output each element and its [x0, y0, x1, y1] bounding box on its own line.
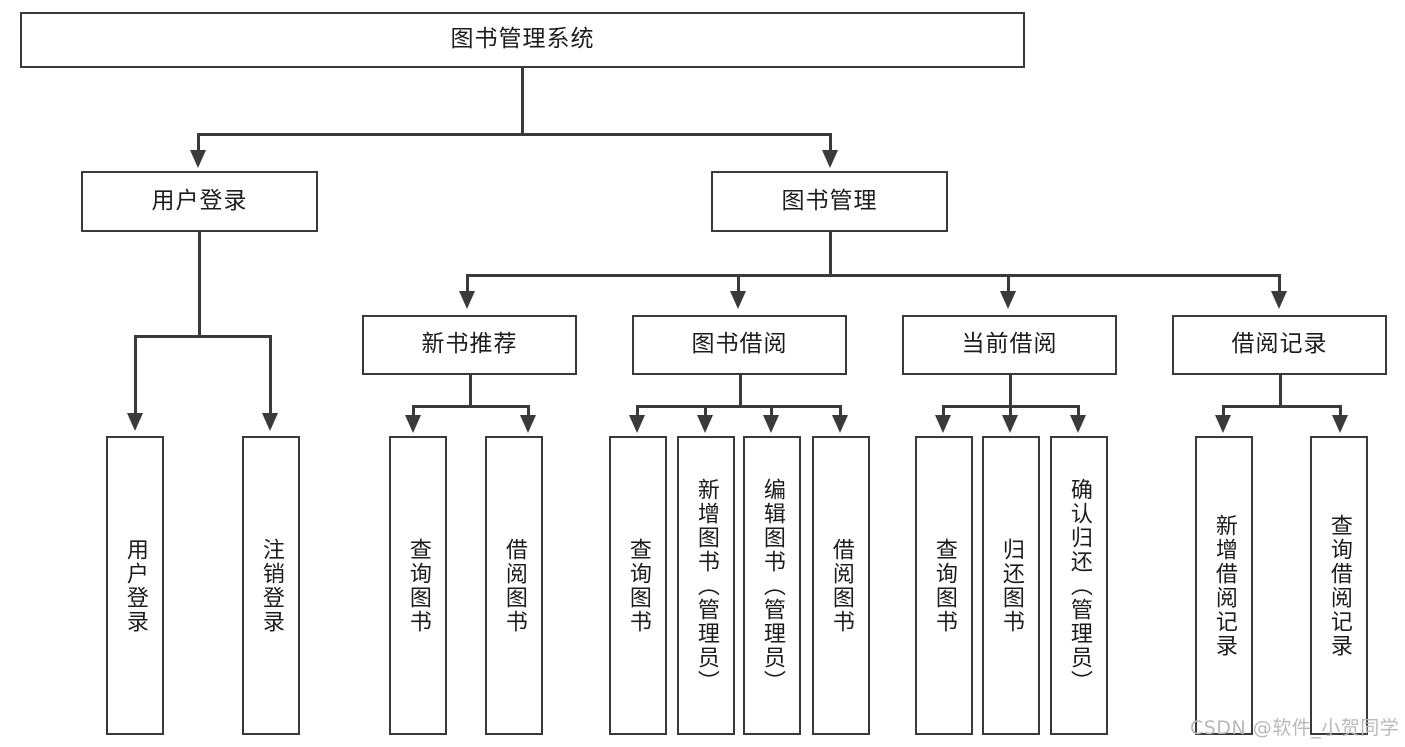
connector-book-management-stem	[829, 232, 832, 276]
connector-user-login-drop-1	[134, 335, 137, 415]
node-user-login[interactable]: 用户登录	[81, 171, 318, 232]
leaf-borrow-book-new-recommend[interactable]: 借阅图书	[485, 436, 543, 735]
arrow-to-leaf-return-book	[1002, 415, 1018, 433]
arrow-to-leaf-query-book-3	[935, 415, 951, 433]
connector-book-borrow-bus	[636, 405, 841, 408]
connector-new-book-bus	[412, 405, 529, 408]
connector-user-login-stem	[198, 232, 201, 337]
connector-current-borrow-drop-1	[942, 405, 945, 417]
leaf-user-login[interactable]: 用户登录	[106, 436, 164, 735]
node-label: 查询图书	[931, 537, 957, 634]
arrow-to-leaf-logout	[262, 413, 278, 431]
node-label: 查询借阅记录	[1326, 513, 1352, 658]
node-label: 新增借阅记录	[1211, 513, 1237, 658]
leaf-logout[interactable]: 注销登录	[242, 436, 300, 735]
arrow-to-leaf-add-book	[697, 415, 713, 433]
leaf-borrow-book[interactable]: 借阅图书	[812, 436, 870, 735]
node-book-borrow[interactable]: 图书借阅	[632, 315, 847, 375]
connector-new-book-stem	[469, 375, 472, 407]
node-label: 用户登录	[151, 187, 248, 214]
node-new-book-recommend[interactable]: 新书推荐	[362, 315, 577, 375]
connector-new-book-drop-1	[412, 405, 415, 417]
connector-level2-drop-1	[197, 133, 200, 153]
connector-current-borrow-drop-3	[1077, 405, 1080, 417]
connector-book-borrow-drop-2	[704, 405, 707, 417]
node-label: 图书管理系统	[450, 26, 595, 53]
connector-book-borrow-drop-3	[770, 405, 773, 417]
arrow-to-leaf-confirm-return	[1070, 415, 1086, 433]
leaf-add-book-admin[interactable]: 新增图书（管理员）	[677, 436, 735, 735]
node-label: 编辑图书（管理员）	[759, 477, 785, 694]
arrow-to-current-borrow	[1000, 291, 1016, 309]
leaf-query-borrow-record[interactable]: 查询借阅记录	[1310, 436, 1368, 735]
connector-new-book-drop-2	[527, 405, 530, 417]
node-label: 新书推荐	[421, 331, 518, 358]
leaf-edit-book-admin[interactable]: 编辑图书（管理员）	[743, 436, 801, 735]
node-label: 用户登录	[122, 537, 148, 634]
connector-level3-drop-3	[1007, 274, 1010, 294]
connector-book-borrow-stem	[739, 375, 742, 407]
arrow-to-leaf-query-book-1	[405, 415, 421, 433]
csdn-watermark: CSDN @软件_小贺同学	[1190, 717, 1400, 739]
arrow-to-book-management	[822, 150, 838, 168]
leaf-query-book-borrow[interactable]: 查询图书	[609, 436, 667, 735]
connector-user-login-bus	[134, 335, 271, 338]
arrow-to-new-book-recommend	[459, 291, 475, 309]
leaf-query-book-new-recommend[interactable]: 查询图书	[389, 436, 447, 735]
node-root-book-management-system[interactable]: 图书管理系统	[20, 12, 1025, 68]
arrow-to-leaf-borrow-book-2	[832, 415, 848, 433]
arrow-to-leaf-edit-book	[763, 415, 779, 433]
node-label: 当前借阅	[961, 331, 1058, 358]
node-label: 注销登录	[258, 537, 284, 634]
node-label: 新增图书（管理员）	[693, 477, 719, 694]
node-label: 查询图书	[625, 537, 651, 634]
connector-current-borrow-stem	[1009, 375, 1012, 407]
connector-level2-drop-2	[829, 133, 832, 153]
arrow-to-user-login	[190, 150, 206, 168]
node-label: 确认归还（管理员）	[1066, 477, 1092, 694]
connector-level3-drop-4	[1278, 274, 1281, 294]
connector-book-borrow-drop-1	[636, 405, 639, 417]
node-borrow-record[interactable]: 借阅记录	[1172, 315, 1387, 375]
connector-current-borrow-drop-2	[1009, 405, 1012, 417]
node-label: 归还图书	[998, 537, 1024, 634]
connector-book-borrow-drop-4	[839, 405, 842, 417]
arrow-to-leaf-query-borrow-record	[1332, 415, 1348, 433]
node-label: 图书借阅	[691, 331, 788, 358]
arrow-to-leaf-user-login	[127, 413, 143, 431]
connector-level3-drop-2	[737, 274, 740, 294]
node-label: 借阅记录	[1231, 331, 1328, 358]
connector-borrow-record-drop-2	[1339, 405, 1342, 417]
connector-user-login-drop-2	[269, 335, 272, 415]
connector-borrow-record-stem	[1279, 375, 1282, 407]
arrow-to-leaf-add-borrow-record	[1215, 415, 1231, 433]
node-label: 借阅图书	[828, 537, 854, 634]
leaf-add-borrow-record[interactable]: 新增借阅记录	[1195, 436, 1253, 735]
connector-borrow-record-drop-1	[1222, 405, 1225, 417]
connector-level3-bus	[466, 274, 1278, 277]
arrow-to-borrow-record	[1271, 291, 1287, 309]
node-label: 图书管理	[781, 187, 878, 214]
node-current-borrow[interactable]: 当前借阅	[902, 315, 1117, 375]
connector-level3-drop-1	[466, 274, 469, 294]
node-label: 借阅图书	[501, 537, 527, 634]
leaf-confirm-return-admin[interactable]: 确认归还（管理员）	[1050, 436, 1108, 735]
connector-level2-bus	[197, 133, 832, 136]
connector-root-stem	[521, 68, 524, 135]
leaf-return-book[interactable]: 归还图书	[982, 436, 1040, 735]
node-label: 查询图书	[405, 537, 431, 634]
node-book-management[interactable]: 图书管理	[711, 171, 948, 232]
arrow-to-book-borrow	[730, 291, 746, 309]
leaf-query-book-current[interactable]: 查询图书	[915, 436, 973, 735]
connector-borrow-record-bus	[1222, 405, 1341, 408]
arrow-to-leaf-query-book-2	[629, 415, 645, 433]
arrow-to-leaf-borrow-book-1	[520, 415, 536, 433]
